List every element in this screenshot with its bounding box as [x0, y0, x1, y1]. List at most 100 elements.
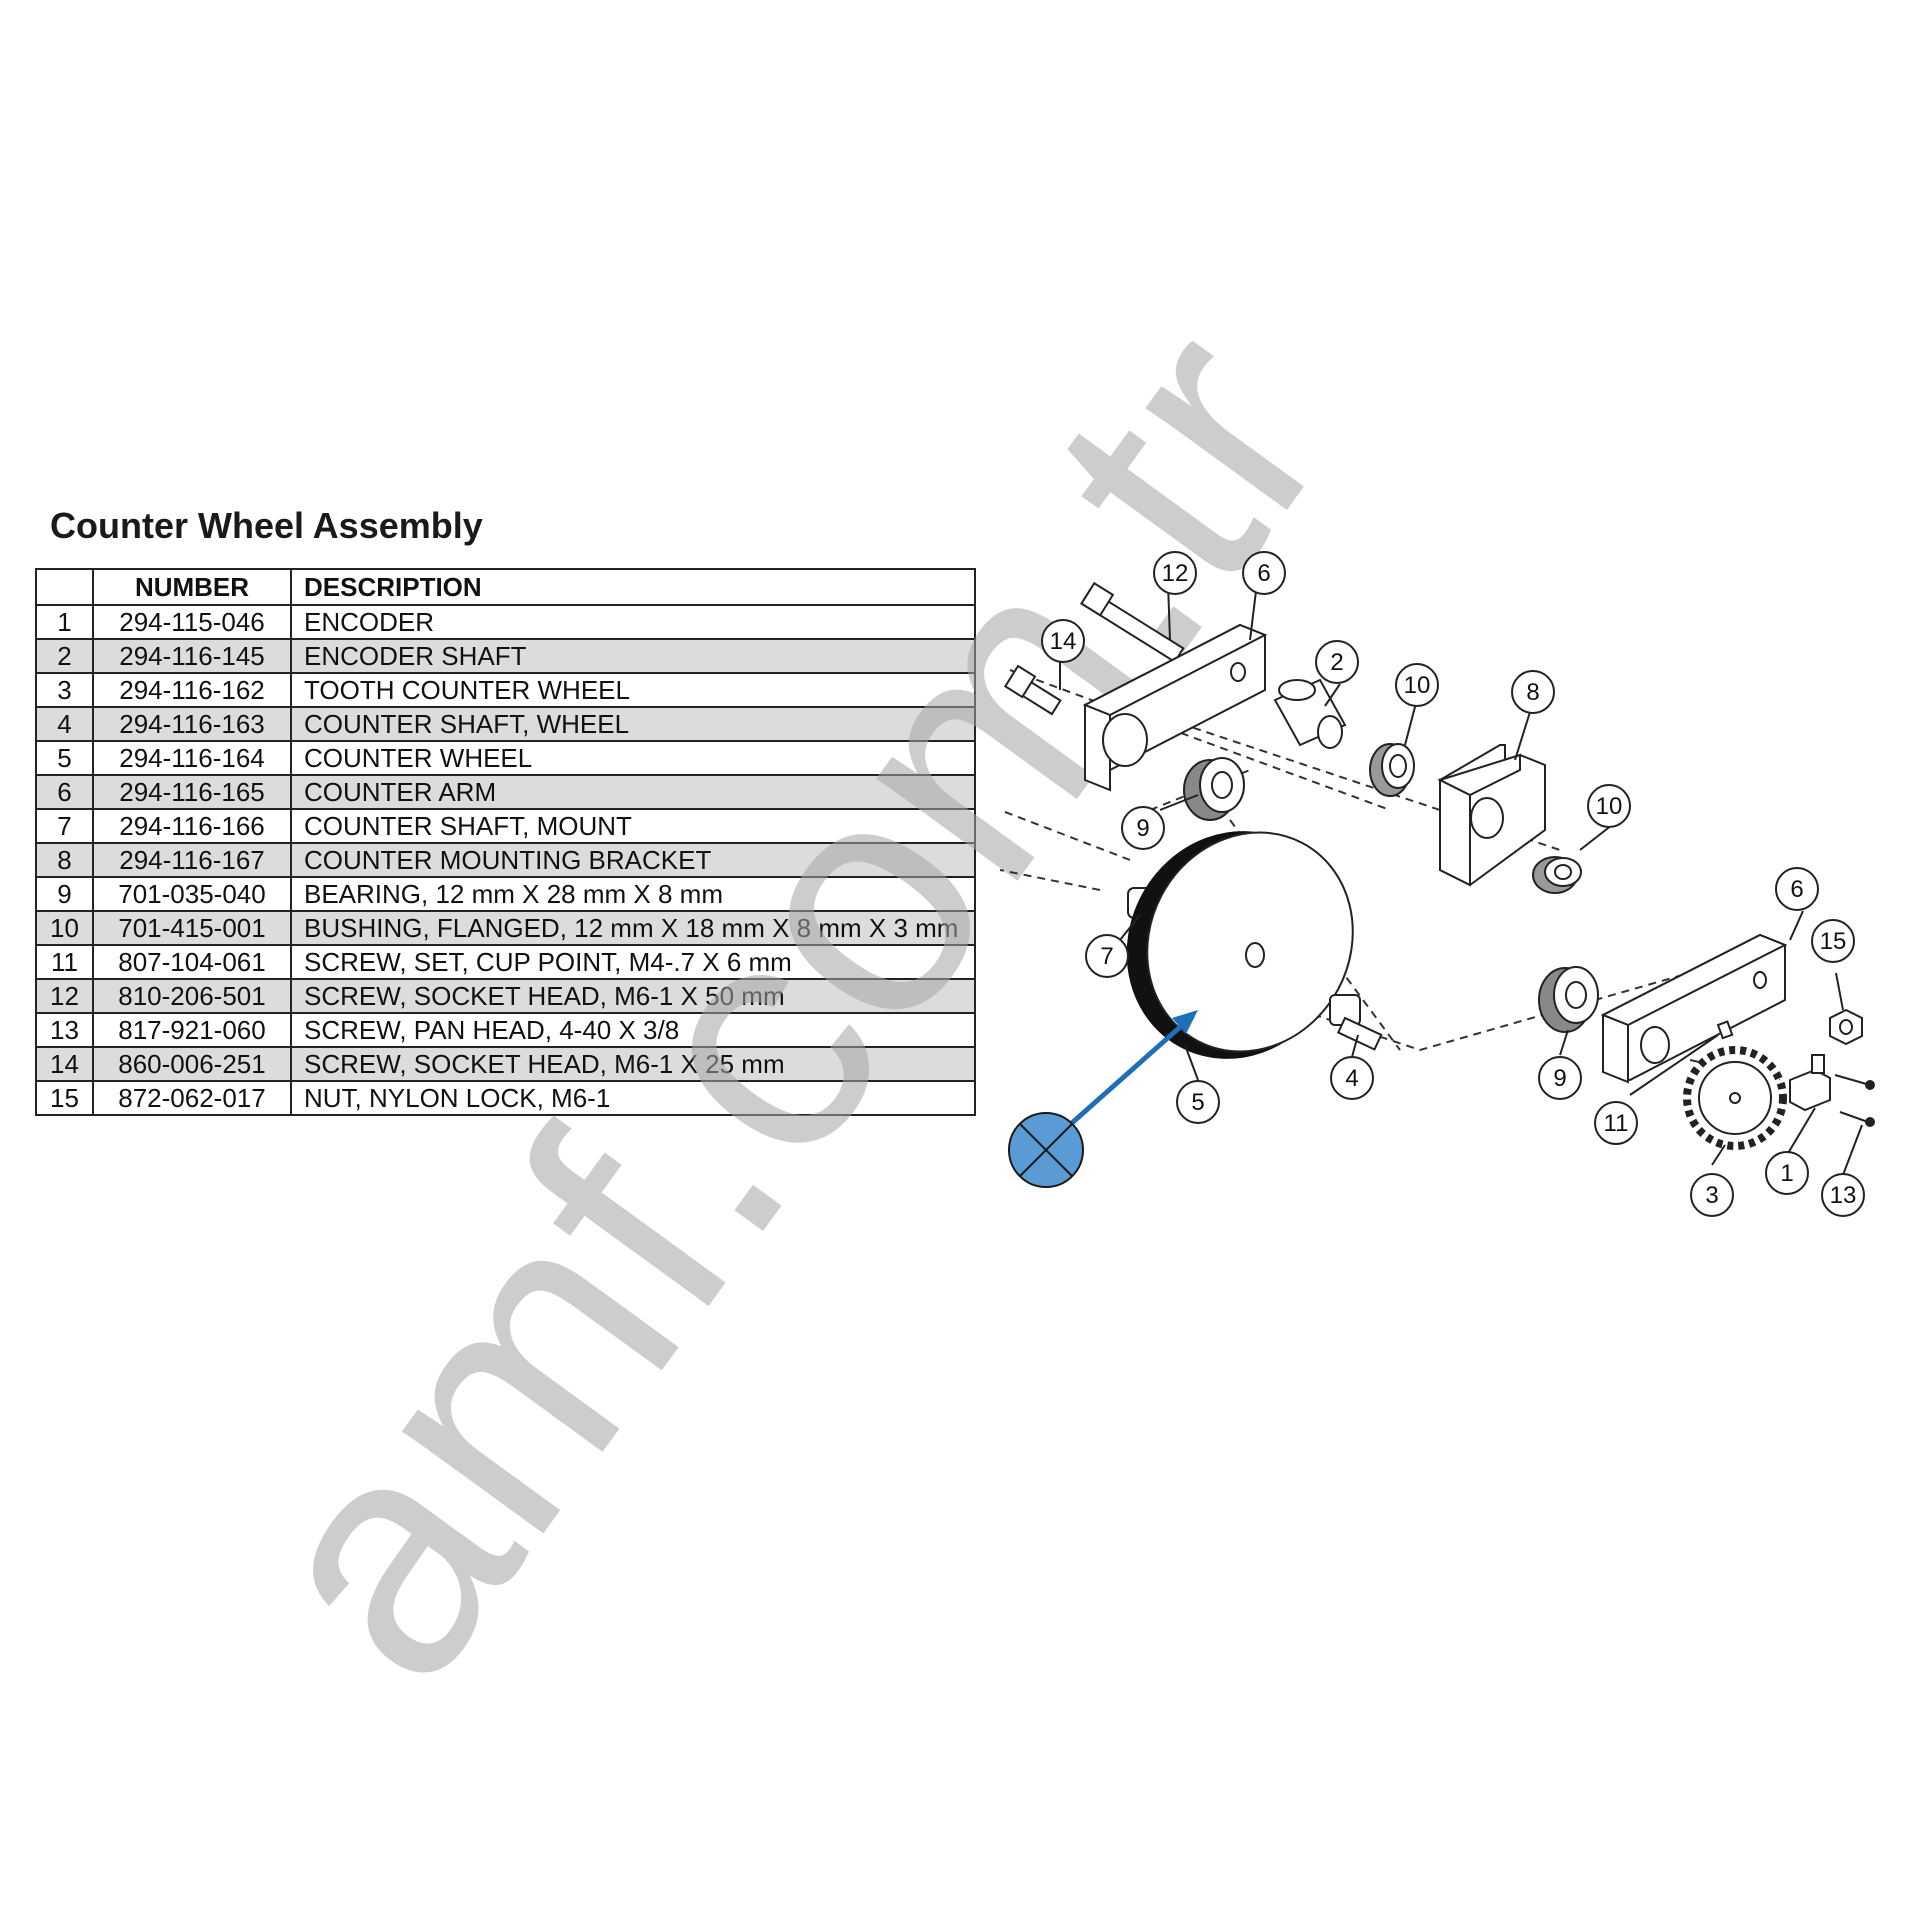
callout-label: 2: [1330, 649, 1343, 676]
cell-number: 294-116-167: [92, 842, 292, 878]
callouts: 12 6 14 2 10 8 9 10 7 6 15 4 5 9 11 3 1: [1041, 551, 1865, 1217]
callout-label: 14: [1050, 628, 1077, 655]
cell-description: BEARING, 12 mm X 28 mm X 8 mm: [290, 876, 976, 912]
mounting-bracket: [1437, 744, 1546, 887]
header-number: NUMBER: [92, 568, 292, 606]
cell-number: 294-116-165: [92, 774, 292, 810]
encoder: [1789, 1054, 1875, 1112]
cell-number: 294-116-164: [92, 740, 292, 776]
cell-description: SCREW, SOCKET HEAD, M6-1 X 25 mm: [290, 1046, 976, 1082]
bushing-lower: [1532, 856, 1582, 894]
callout-label: 3: [1705, 1182, 1718, 1209]
cell-description: COUNTER ARM: [290, 774, 976, 810]
callout-label: 6: [1257, 560, 1270, 587]
nylon-lock-nut: [1829, 1008, 1863, 1046]
callout-label: 5: [1191, 1089, 1204, 1116]
callout-label: 10: [1404, 672, 1431, 699]
cell-index: 13: [35, 1012, 94, 1048]
socket-screw-short: [1003, 664, 1062, 716]
cell-number: 294-115-046: [92, 604, 292, 640]
header-description: DESCRIPTION: [290, 568, 976, 606]
table-header-row: NUMBER DESCRIPTION: [35, 568, 976, 606]
header-index: [35, 568, 94, 606]
cell-index: 3: [35, 672, 94, 708]
cell-index: 15: [35, 1080, 94, 1116]
cell-index: 12: [35, 978, 94, 1014]
callout-label: 13: [1830, 1182, 1857, 1209]
cell-number: 294-116-163: [92, 706, 292, 742]
encoder-shaft: [1273, 678, 1347, 749]
counter-arm-upper: [1082, 623, 1268, 792]
pointer-arrow: [1062, 1010, 1198, 1132]
callout-label: 10: [1596, 793, 1623, 820]
cell-number: 807-104-061: [92, 944, 292, 980]
cell-description: ENCODER SHAFT: [290, 638, 976, 674]
callout-label: 15: [1820, 928, 1847, 955]
cell-number: 701-415-001: [92, 910, 292, 946]
pan-head-screw: [1839, 1111, 1875, 1127]
cell-index: 5: [35, 740, 94, 776]
cell-index: 2: [35, 638, 94, 674]
callout-label: 9: [1136, 815, 1149, 842]
cell-description: SCREW, SET, CUP POINT, M4-.7 X 6 mm: [290, 944, 976, 980]
cell-description: COUNTER WHEEL: [290, 740, 976, 776]
cell-index: 7: [35, 808, 94, 844]
bearing-lower: [1538, 966, 1599, 1033]
cell-index: 9: [35, 876, 94, 912]
cell-description: TOOTH COUNTER WHEEL: [290, 672, 976, 708]
cell-number: 294-116-166: [92, 808, 292, 844]
socket-screw-long: [1080, 581, 1185, 664]
cell-number: 817-921-060: [92, 1012, 292, 1048]
cell-description: COUNTER SHAFT, MOUNT: [290, 808, 976, 844]
page-title: Counter Wheel Assembly: [50, 505, 483, 546]
callout-label: 9: [1553, 1065, 1566, 1092]
callout-label: 12: [1162, 560, 1189, 587]
cell-description: SCREW, PAN HEAD, 4-40 X 3/8: [290, 1012, 976, 1048]
cell-index: 4: [35, 706, 94, 742]
callout-label: 1: [1780, 1160, 1793, 1187]
callout-label: 4: [1345, 1065, 1358, 1092]
cross-circle-icon[interactable]: [1008, 1112, 1084, 1188]
callout-label: 11: [1604, 1110, 1629, 1137]
cell-index: 8: [35, 842, 94, 878]
cell-index: 1: [35, 604, 94, 640]
counter-arm-lower: [1600, 933, 1788, 1084]
bushing-upper: [1369, 743, 1415, 797]
cell-number: 701-035-040: [92, 876, 292, 912]
cell-number: 294-116-145: [92, 638, 292, 674]
cell-description: BUSHING, FLANGED, 12 mm X 18 mm X 8 mm X…: [290, 910, 976, 946]
cell-number: 810-206-501: [92, 978, 292, 1014]
bearing-upper: [1183, 757, 1245, 821]
cell-index: 10: [35, 910, 94, 946]
cell-number: 872-062-017: [92, 1080, 292, 1116]
cell-description: SCREW, SOCKET HEAD, M6-1 X 50 mm: [290, 978, 976, 1014]
callout-label: 6: [1790, 876, 1803, 903]
counter-shaft-wheel: [1329, 994, 1383, 1051]
cell-description: NUT, NYLON LOCK, M6-1: [290, 1080, 976, 1116]
cell-number: 860-006-251: [92, 1046, 292, 1082]
counter-wheel: [1126, 831, 1354, 1059]
cell-index: 11: [35, 944, 94, 980]
cell-description: COUNTER SHAFT, WHEEL: [290, 706, 976, 742]
tooth-counter-wheel: [1683, 1046, 1787, 1150]
cell-index: 14: [35, 1046, 94, 1082]
set-screw: [1716, 1020, 1734, 1040]
cell-description: ENCODER: [290, 604, 976, 640]
